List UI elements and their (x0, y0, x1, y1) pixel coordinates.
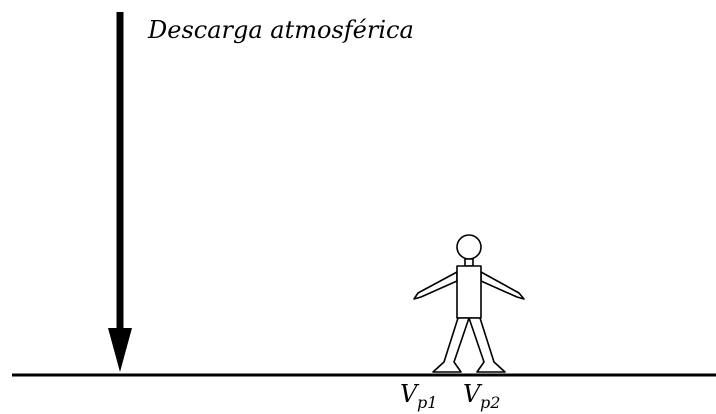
person-figure (413, 234, 525, 373)
person-right-arm (480, 271, 525, 300)
person-left-leg (432, 317, 470, 373)
strike-label: Descarga atmosférica (147, 16, 414, 44)
potential-subscript: p1 (417, 393, 437, 412)
lightning-strike-arrow (108, 12, 132, 372)
person-torso (456, 265, 482, 319)
potential-symbol: V (400, 380, 420, 408)
potential-symbol: V (463, 380, 483, 408)
person-head (456, 234, 482, 260)
arrow-head (108, 328, 132, 372)
person-left-arm (413, 271, 458, 300)
potential-label-p1: V p1 (400, 380, 437, 412)
person-right-leg (468, 317, 506, 373)
person-neck (464, 258, 474, 267)
potential-label-p2: V p2 (463, 380, 500, 412)
potential-subscript: p2 (480, 393, 500, 412)
